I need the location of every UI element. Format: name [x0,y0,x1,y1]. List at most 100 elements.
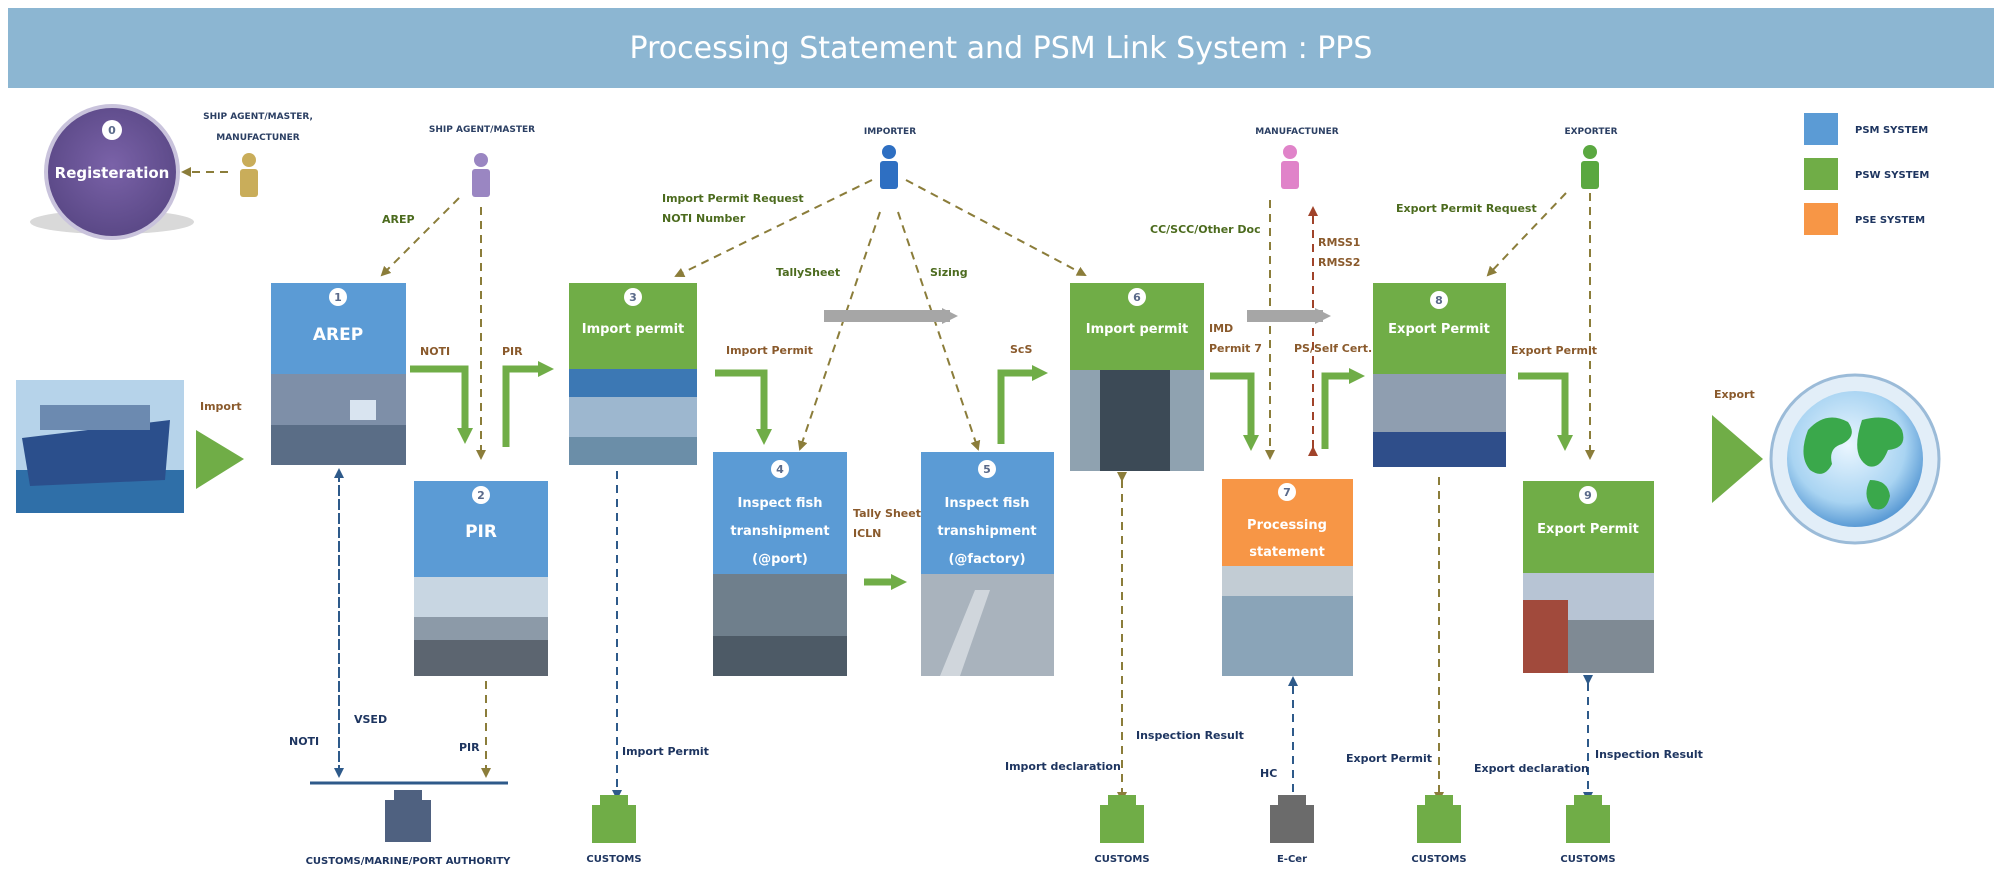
actor-exporter-head-icon [1583,145,1597,159]
actor-manufacturer: MANUFACTUNER [1255,127,1339,189]
label-tally-sheet: Tally Sheet [853,507,921,520]
legend-swatch-pse [1804,203,1838,235]
legend-label-psw: PSW SYSTEM [1855,170,1929,181]
step-4-label-line-1: Inspect fish [737,496,822,511]
legend-label-pse: PSE SYSTEM [1855,215,1925,226]
import-chevron [196,430,244,489]
customs-arrows [334,468,1593,802]
arrow-importer-to-inspect-port [797,211,881,451]
label-inspection-result-2: Inspection Result [1595,748,1703,761]
actor-ship-agent-label: SHIP AGENT/MASTER [429,125,535,135]
step-1-label: AREP [313,325,363,345]
actor-ship-agent: SHIP AGENT/MASTER [429,125,535,197]
ship-hull [22,420,170,486]
customs-marine-label: CUSTOMS/MARINE/PORT AUTHORITY [306,856,512,867]
step-5-photo-conveyor [940,590,990,676]
actor-manufacturer-label: MANUFACTUNER [1255,127,1339,137]
label-pir-bottom: PIR [459,741,480,754]
label-noti-bottom: NOTI [289,735,319,748]
label-import-declaration: Import declaration [1005,760,1121,773]
label-sizing: Sizing [930,266,968,279]
step-5-badge [978,460,996,478]
page-title: Processing Statement and PSM Link System… [630,31,1373,66]
customs-2-label: CUSTOMS [1094,854,1149,865]
label-permit7: Permit 7 [1209,342,1262,355]
step-1-number: 1 [334,291,342,304]
step-5-inspect-factory: 5 Inspect fish transhipment (@factory) [921,452,1054,676]
step-9-number: 9 [1584,489,1592,502]
step-4-photo-ground [713,636,847,676]
flow-processing-to-export-permit [1321,368,1365,449]
label-ps-self-cert: PS/Self Cert. [1294,342,1372,355]
customs-2-building-icon [1100,795,1144,843]
step-6-import-permit: 6 Import permit [1070,283,1204,471]
arrow-importer-to-inspect-factory [897,211,981,451]
customs-4-label: CUSTOMS [1560,854,1615,865]
label-pir: PIR [502,345,523,358]
actor-manufacturer-head-icon [1283,145,1297,159]
label-vsed: VSED [354,713,387,726]
registration-circle [44,104,180,240]
step-6-number: 6 [1133,291,1141,304]
ship-image [16,380,184,513]
flow-pir-to-import-permit [502,361,554,447]
actor-registration-label-1: SHIP AGENT/MASTER, [203,112,313,122]
label-noti-number: NOTI Number [662,212,746,225]
customs-4-building-icon [1566,795,1610,843]
step-2-badge [472,486,490,504]
actor-registration-head-icon [242,153,256,167]
step-9-photo-containers-red [1523,600,1568,673]
label-icln: ICLN [853,527,881,540]
step-5-number: 5 [983,463,991,476]
step-1-photo-desk [271,425,406,465]
step-3-photo-banner [569,369,697,397]
flow-import-permit-6-to-processing [1210,372,1259,451]
export-chevron [1712,415,1763,503]
step-3-number: 3 [629,291,637,304]
step-3-badge [624,288,642,306]
actor-registration: SHIP AGENT/MASTER, MANUFACTUNER [203,112,313,197]
actor-importer: IMPORTER [864,127,916,189]
step-1-badge [329,288,347,306]
step-4-label-line-2: transhipment [730,524,829,539]
step-9-label: Export Permit [1537,522,1639,537]
actor-importer-head-icon [882,145,896,159]
label-export: Export [1714,388,1755,401]
step-8-label: Export Permit [1388,322,1490,337]
step-7-number: 7 [1283,486,1291,499]
actor-registration-label-2: MANUFACTUNER [216,133,300,143]
step-6-label: Import permit [1086,322,1189,337]
step-7-photo-workers [1222,596,1353,676]
label-noti: NOTI [420,345,450,358]
step-2-pir: 2 PIR [414,481,548,676]
actor-ship-agent-head-icon [474,153,488,167]
step-4-label-line-3: (@port) [752,552,808,567]
actor-arrows [181,167,1595,460]
step-9-export-permit: 9 Export Permit [1523,481,1654,673]
step-6-badge [1128,288,1146,306]
actor-exporter: EXPORTER [1564,127,1618,189]
label-import-permit-request: Import Permit Request [662,192,804,205]
flow-arep-to-pir [410,365,473,444]
globe-image [1769,373,1941,545]
step-5-photo [921,574,1054,676]
label-rmss1: RMSS1 [1318,236,1360,249]
step-6-photo-container [1100,370,1170,471]
label-export-declaration: Export declaration [1474,762,1589,775]
flow-export-permit-to-export-permit-9 [1518,372,1573,451]
registration-number-badge [102,120,122,140]
actor-registration-body-icon [240,169,258,197]
step-5-label-line-1: Inspect fish [944,496,1029,511]
step-3-label: Import permit [582,322,685,337]
step-5-label-line-3: (@factory) [948,552,1025,567]
label-inspection-result: Inspection Result [1136,729,1244,742]
globe-continents [1803,417,1904,510]
label-cc-scc: CC/SCC/Other Doc [1150,223,1261,236]
actor-manufacturer-body-icon [1281,161,1299,189]
label-import: Import [200,400,242,413]
step-7-label-line-2: statement [1249,545,1325,560]
ecer-label: E-Cer [1277,854,1307,865]
arrow-importer-to-import-permit-6 [905,179,1087,276]
flow-factory-to-import-permit-6 [997,365,1048,444]
step-2-label: PIR [465,522,497,542]
